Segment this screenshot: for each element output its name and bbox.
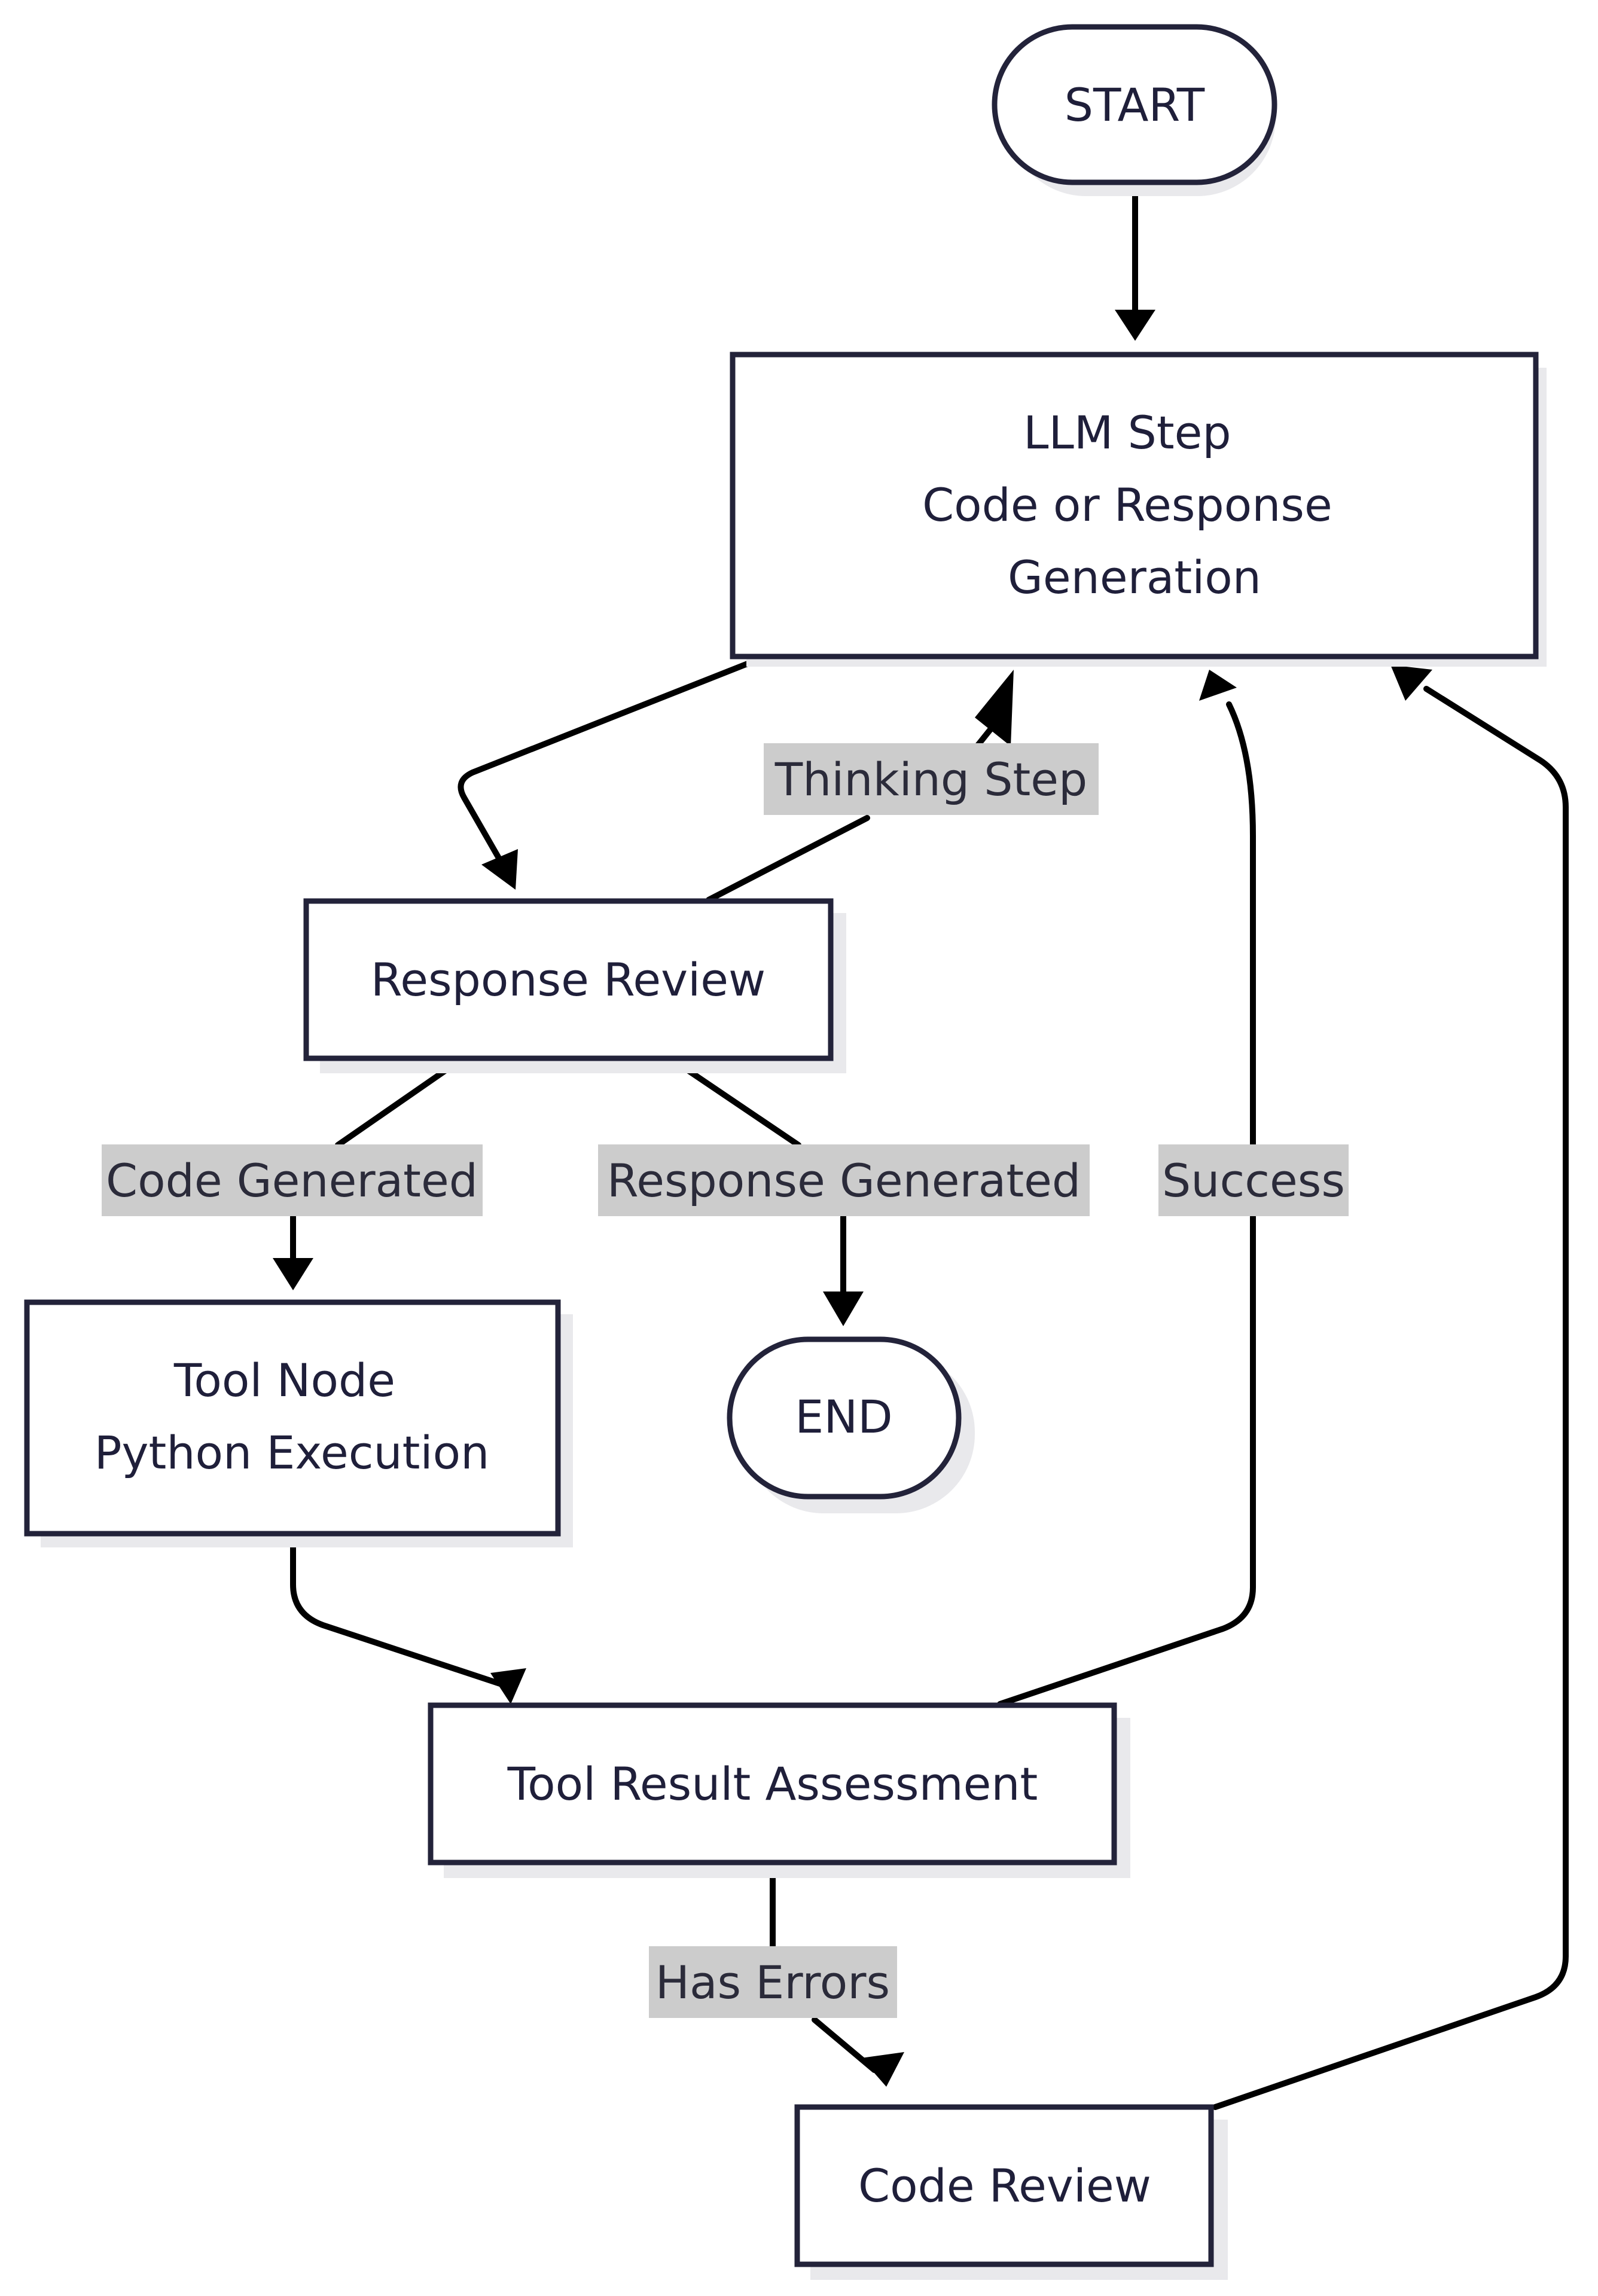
node-response-review: Response Review bbox=[303, 898, 846, 1073]
node-tool-node: Tool Node Python Execution bbox=[24, 1299, 573, 1547]
edge-success bbox=[997, 670, 1256, 1707]
edge-start-to-llm-step bbox=[1115, 182, 1155, 341]
svg-text:Response Generated: Response Generated bbox=[607, 1154, 1081, 1207]
node-llm-step: LLM Step Code or Response Generation bbox=[730, 352, 1547, 667]
edge-response-generated bbox=[670, 1057, 864, 1326]
node-llm-step-label: LLM Step Code or Response Generation bbox=[922, 406, 1347, 604]
node-tool-result-assessment: Tool Result Assessment bbox=[428, 1702, 1130, 1878]
edge-label-has-errors: Has Errors bbox=[649, 1946, 897, 2018]
node-code-review-label: Code Review bbox=[858, 2159, 1151, 2212]
svg-text:Success: Success bbox=[1162, 1154, 1345, 1207]
svg-text:Has Errors: Has Errors bbox=[655, 1956, 890, 2009]
edge-label-thinking-step: Thinking Step bbox=[764, 743, 1099, 815]
node-end-label: END bbox=[795, 1390, 892, 1443]
edge-tool-node-to-assessment bbox=[290, 1532, 526, 1704]
edge-code-generated bbox=[273, 1057, 463, 1290]
svg-text:Code Generated: Code Generated bbox=[106, 1154, 478, 1207]
node-tool-node-label: Tool Node Python Execution bbox=[94, 1354, 490, 1479]
node-code-review: Code Review bbox=[794, 2104, 1228, 2280]
edge-label-success: Success bbox=[1158, 1144, 1349, 1216]
edge-label-response-generated: Response Generated bbox=[598, 1144, 1090, 1216]
edge-llm-step-to-response-review bbox=[458, 657, 760, 890]
edge-label-code-generated: Code Generated bbox=[102, 1144, 483, 1216]
node-start-label: START bbox=[1065, 78, 1205, 132]
node-start: START bbox=[992, 24, 1277, 196]
node-end: END bbox=[727, 1336, 975, 1513]
svg-text:Thinking Step: Thinking Step bbox=[774, 753, 1088, 806]
node-response-review-label: Response Review bbox=[371, 953, 766, 1006]
node-tool-result-assessment-label: Tool Result Assessment bbox=[507, 1757, 1038, 1810]
edge-code-review-to-llm-step bbox=[1212, 665, 1569, 2110]
